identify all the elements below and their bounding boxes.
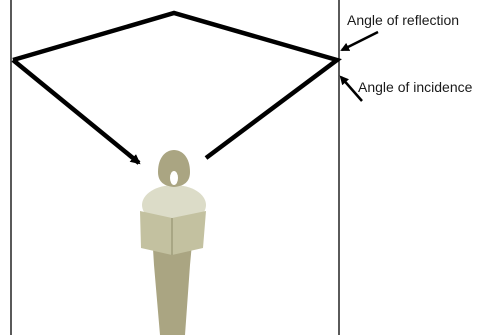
listener-figure (140, 150, 206, 335)
incidence-pointer-arrow (339, 75, 363, 102)
reflection-pointer-arrow (340, 30, 379, 52)
label-angle-of-incidence: Angle of incidence (358, 79, 473, 95)
figure-face (170, 171, 178, 185)
open-book (140, 211, 206, 255)
label-angle-of-reflection: Angle of reflection (347, 12, 459, 28)
figure-head (158, 150, 190, 187)
sound-path (12, 10, 342, 160)
room-outline (10, 0, 340, 335)
sound-path-final (11, 58, 141, 165)
